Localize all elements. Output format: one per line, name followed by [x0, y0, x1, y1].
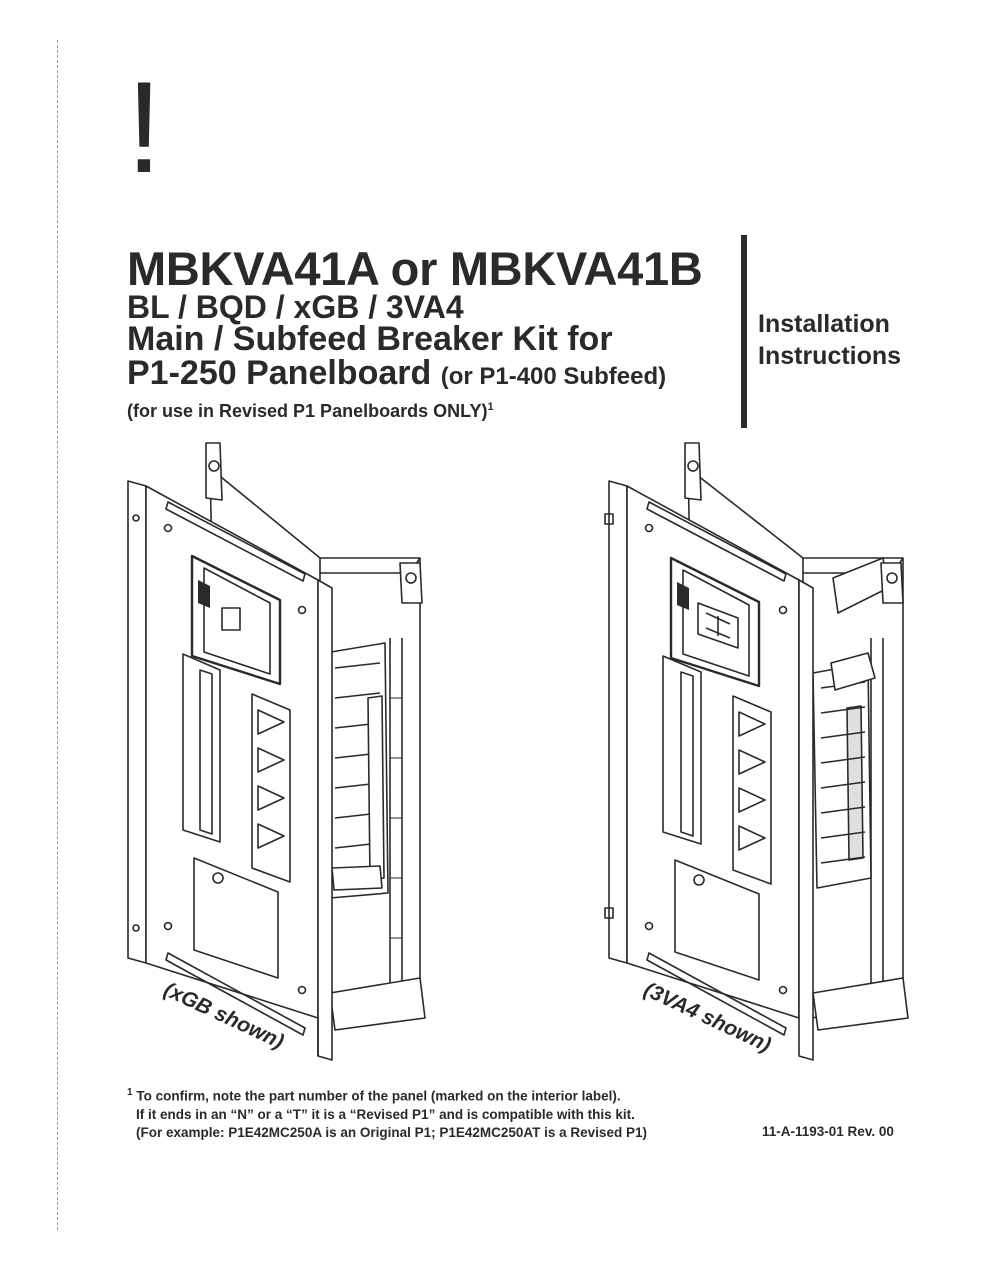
doc-type-label: Installation Instructions	[758, 308, 901, 372]
footnote-ref: 1	[487, 401, 494, 413]
title-kit-name: Main / Subfeed Breaker Kit for	[127, 320, 613, 358]
title-usage-text: (for use in Revised P1 Panelboards ONLY)	[127, 401, 488, 421]
document-number: 11-A-1193-01 Rev. 00	[762, 1124, 894, 1139]
panel-illustration-xgb	[127, 442, 426, 1061]
footnote: 1 To confirm, note the part number of th…	[127, 1084, 647, 1142]
fold-line	[57, 40, 58, 1230]
title-part-numbers: MBKVA41A or MBKVA41B	[127, 242, 703, 295]
doc-type-line2: Instructions	[758, 342, 902, 370]
footnote-line2: If it ends in an “N” or a “T” it is a “R…	[136, 1106, 635, 1122]
footnote-line1-text: To confirm, note the part number of the …	[136, 1088, 621, 1104]
footnote-line1: 1 To confirm, note the part number of th…	[127, 1084, 647, 1106]
panel-illustration-3va4	[604, 442, 909, 1061]
title-breaker-types: BL / BQD / xGB / 3VA4	[127, 289, 464, 325]
title-block: MBKVA41A or MBKVA41B BL / BQD / xGB / 3V…	[127, 242, 737, 424]
doc-type-line1: Installation	[758, 310, 890, 338]
title-panelboard-paren: (or P1-400 Subfeed)	[440, 363, 667, 390]
title-panelboard: P1-250 Panelboard (or P1-400 Subfeed)	[127, 356, 737, 394]
title-usage-note: (for use in Revised P1 Panelboards ONLY)…	[127, 394, 737, 424]
footnote-line3: (For example: P1E42MC250A is an Original…	[136, 1124, 647, 1140]
warning-icon: !	[126, 54, 163, 200]
title-divider	[741, 235, 747, 428]
title-panelboard-main: P1-250 Panelboard	[127, 354, 432, 392]
footnote-marker: 1	[127, 1087, 133, 1098]
